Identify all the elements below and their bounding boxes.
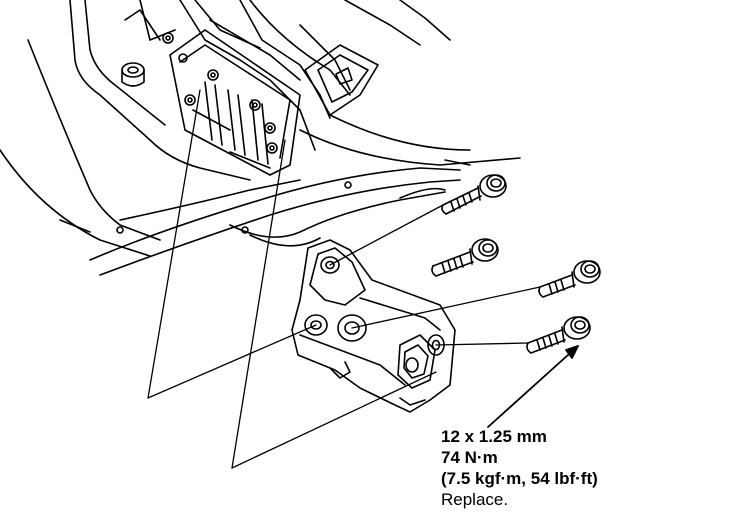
- subframe-rail: [59, 167, 461, 276]
- torque-nm-label: 74 N·m: [441, 448, 498, 467]
- flange-bolt-2: [431, 238, 499, 277]
- frame-mount-panel: [121, 29, 301, 176]
- torque-spec-callout: 12 x 1.25 mm 74 N·m (7.5 kgf·m, 54 lbf·f…: [441, 426, 598, 510]
- replace-note: Replace.: [441, 490, 509, 509]
- alignment-lines: [147, 89, 541, 469]
- vehicle-frame: [0, 0, 521, 257]
- bolt-size-label: 12 x 1.25 mm: [441, 427, 547, 446]
- callout-arrow: [487, 345, 579, 428]
- flange-bolts: [431, 174, 601, 354]
- torque-alt-label: (7.5 kgf·m, 54 lbf·ft): [441, 469, 598, 488]
- flange-bolt-4: [526, 316, 591, 354]
- flange-bolt-3: [538, 260, 601, 298]
- flange-bolt-1: [441, 174, 507, 215]
- mount-bracket: [291, 239, 456, 413]
